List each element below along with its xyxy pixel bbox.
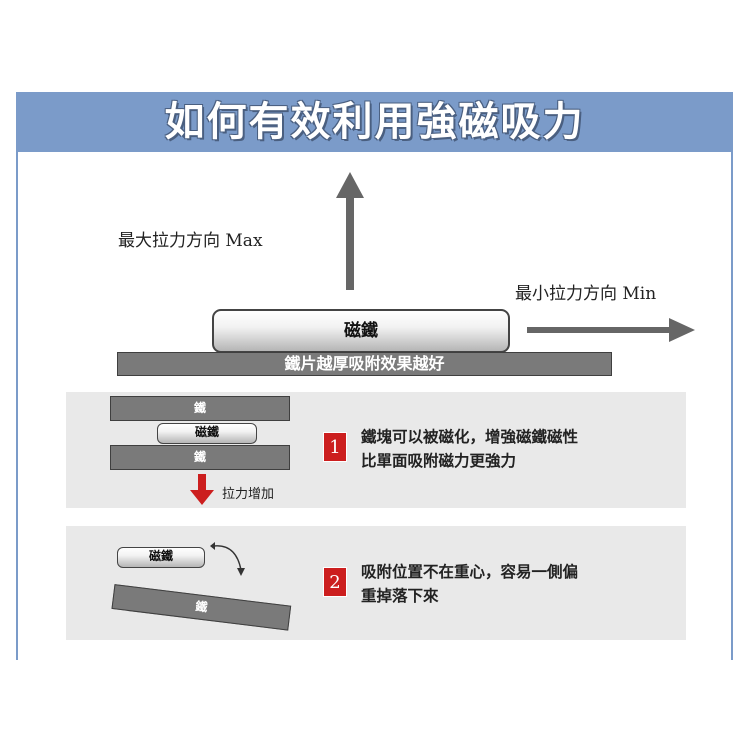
tip1-iron-top: 鐵 — [110, 396, 290, 421]
main-magnet: 磁鐵 — [212, 309, 510, 353]
right-arrow-icon — [527, 318, 695, 342]
pull-down-arrow-icon — [190, 474, 214, 505]
tip1-text-line2: 比單面吸附磁力更強力 — [361, 452, 517, 470]
tip2-text-line2: 重掉落下來 — [361, 587, 439, 605]
tip1-iron-top-label: 鐵 — [193, 401, 206, 415]
tip2-iron-label: 鐵 — [194, 599, 209, 615]
tip1-magnet: 磁鐵 — [157, 423, 257, 444]
tip2-description: 吸附位置不在重心，容易一側偏 重掉落下來 — [361, 560, 578, 608]
up-arrow-icon — [336, 172, 364, 290]
pull-increase-label: 拉力增加 — [222, 487, 275, 502]
tip2-number-badge: 2 — [323, 567, 347, 597]
tip2-magnet-label: 磁鐵 — [148, 549, 173, 563]
tip1-description: 鐵塊可以被磁化，增強磁鐵磁性 比單面吸附磁力更強力 — [361, 425, 578, 473]
tip1-number-badge: 1 — [323, 432, 347, 462]
tip1-iron-bottom-label: 鐵 — [193, 450, 206, 464]
tip1-iron-bottom: 鐵 — [110, 445, 290, 470]
main-magnet-label: 磁鐵 — [344, 321, 378, 341]
tip1-text-line1: 鐵塊可以被磁化，增強磁鐵磁性 — [361, 428, 579, 446]
main-iron-plate-label: 鐵片越厚吸附效果越好 — [284, 354, 445, 373]
tilt-curved-arrow-icon — [210, 542, 245, 576]
tip2-panel — [66, 526, 686, 640]
tip1-magnet-label: 磁鐵 — [194, 425, 219, 439]
min-pull-direction-label: 最小拉力方向 Min — [515, 284, 657, 304]
max-pull-direction-label: 最大拉力方向 Max — [118, 231, 263, 251]
title-banner: 如何有效利用強磁吸力 — [16, 92, 733, 152]
page-title: 如何有效利用強磁吸力 — [164, 99, 585, 145]
main-iron-plate: 鐵片越厚吸附效果越好 — [117, 352, 612, 376]
tip2-text-line1: 吸附位置不在重心，容易一側偏 — [361, 563, 579, 581]
tip2-magnet: 磁鐵 — [117, 547, 205, 568]
